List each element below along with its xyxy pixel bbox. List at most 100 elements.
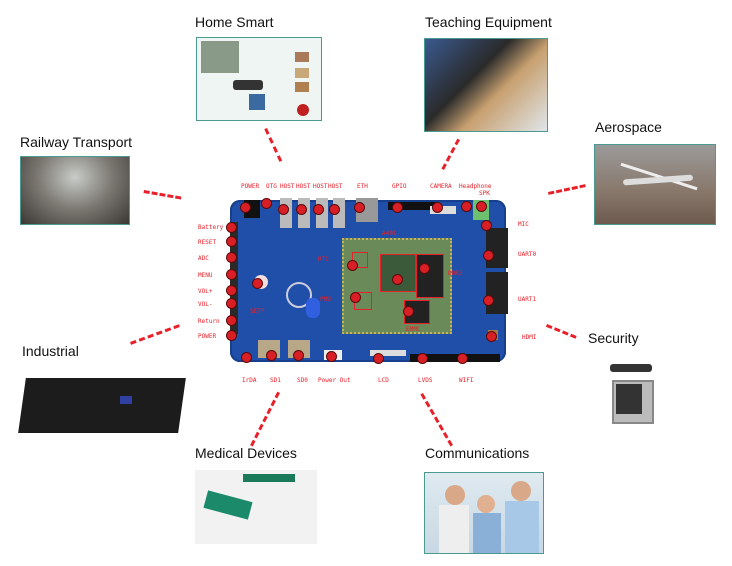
cpu-chip xyxy=(380,254,416,292)
callout-badge xyxy=(226,285,237,296)
communications-image xyxy=(424,472,544,554)
lcd-connector xyxy=(370,350,406,356)
label-reset: RESET xyxy=(198,239,217,246)
callout-badge xyxy=(252,278,263,289)
label-adc: ADC xyxy=(198,255,209,262)
ddr-chip xyxy=(416,254,444,298)
label-otg: OTG xyxy=(266,183,277,190)
label-ddr: DDR3 xyxy=(448,270,463,277)
callout-badge xyxy=(373,353,384,364)
connector-teaching xyxy=(441,138,460,171)
callout-badge xyxy=(241,352,252,363)
connector-security xyxy=(545,324,577,339)
camera-connector xyxy=(430,206,456,214)
railway-transport-image xyxy=(20,156,130,225)
title-security: Security xyxy=(588,330,639,346)
callout-badge xyxy=(347,260,358,271)
label-rtc: RTC xyxy=(318,256,329,263)
connector-home xyxy=(264,128,283,162)
blue-component xyxy=(306,298,320,318)
callout-badge xyxy=(350,292,361,303)
label-power-left: POWER xyxy=(198,333,217,340)
development-board: A40i DDR3 EMMC RTC PMU SETP xyxy=(230,198,508,362)
callout-badge xyxy=(261,198,272,209)
label-wifi: WIFI xyxy=(459,377,474,384)
callout-badge xyxy=(476,201,487,212)
callout-badge xyxy=(326,351,337,362)
callout-badge xyxy=(432,202,443,213)
callout-badge xyxy=(226,315,237,326)
teaching-equipment-image xyxy=(424,38,548,132)
title-home-smart: Home Smart xyxy=(195,14,274,30)
callout-badge xyxy=(419,263,430,274)
callout-badge xyxy=(329,204,340,215)
title-railway-transport: Railway Transport xyxy=(20,134,133,150)
label-battery: Battery xyxy=(198,224,224,231)
aerospace-image xyxy=(594,144,716,225)
callout-badge xyxy=(417,353,428,364)
label-pmu: PMU xyxy=(320,296,331,303)
callout-badge xyxy=(226,236,237,247)
callout-badge xyxy=(296,204,307,215)
title-aerospace: Aerospace xyxy=(595,119,662,135)
callout-badge xyxy=(392,202,403,213)
callout-badge xyxy=(486,331,497,342)
label-sd1: SD1 xyxy=(270,377,281,384)
antenna-coil xyxy=(286,282,312,308)
callout-badge xyxy=(483,295,494,306)
callout-badge xyxy=(457,353,468,364)
label-cpu: A40i xyxy=(382,230,397,237)
label-return: Return xyxy=(198,318,220,325)
security-image xyxy=(588,352,672,442)
label-lcd: LCD xyxy=(378,377,389,384)
callout-badge xyxy=(403,306,414,317)
label-camera: CAMERA xyxy=(430,183,452,190)
label-mic: MIC xyxy=(518,221,529,228)
label-spk: SPK xyxy=(479,190,490,197)
callout-badge xyxy=(293,350,304,361)
label-host-3: HOST xyxy=(313,183,328,190)
connector-communications xyxy=(420,393,453,447)
callout-badge xyxy=(226,298,237,309)
industrial-image xyxy=(10,368,192,440)
connector-industrial xyxy=(130,324,180,345)
title-medical-devices: Medical Devices xyxy=(195,445,297,461)
label-vol-minus: VOL- xyxy=(198,301,213,308)
label-setp: SETP xyxy=(250,308,265,315)
title-communications: Communications xyxy=(425,445,530,461)
callout-badge xyxy=(226,330,237,341)
callout-badge xyxy=(226,252,237,263)
callout-badge xyxy=(392,274,403,285)
title-teaching-equipment: Teaching Equipment xyxy=(425,14,552,30)
uart0-port xyxy=(486,228,508,268)
label-lvds: LVDS xyxy=(418,377,433,384)
callout-badge xyxy=(266,350,277,361)
connector-aerospace xyxy=(548,184,586,195)
uart1-port xyxy=(486,272,508,314)
label-gpio: GPIO xyxy=(392,183,407,190)
label-menu: MENU xyxy=(198,272,213,279)
label-power-out: Power Out xyxy=(318,377,351,384)
connector-medical xyxy=(250,391,280,447)
label-uart0: UART0 xyxy=(518,251,537,258)
label-eth: ETH xyxy=(357,183,368,190)
callout-badge xyxy=(483,250,494,261)
label-hdmi: HDMI xyxy=(522,334,537,341)
callout-badge xyxy=(313,204,324,215)
connector-railway xyxy=(143,190,182,200)
callout-badge xyxy=(226,269,237,280)
label-irda: IrDA xyxy=(242,377,257,384)
title-industrial: Industrial xyxy=(22,343,79,359)
label-uart1: UART1 xyxy=(518,296,537,303)
label-host-2: HOST xyxy=(296,183,311,190)
callout-badge xyxy=(226,222,237,233)
label-headphone: Headphone xyxy=(459,183,492,190)
callout-badge xyxy=(240,202,251,213)
medical-devices-image xyxy=(195,470,317,544)
home-smart-image xyxy=(196,37,322,121)
gpio-header xyxy=(388,202,436,210)
label-sd0: SD0 xyxy=(297,377,308,384)
callout-badge xyxy=(481,220,492,231)
lvds-header xyxy=(410,354,500,362)
callout-badge xyxy=(278,204,289,215)
